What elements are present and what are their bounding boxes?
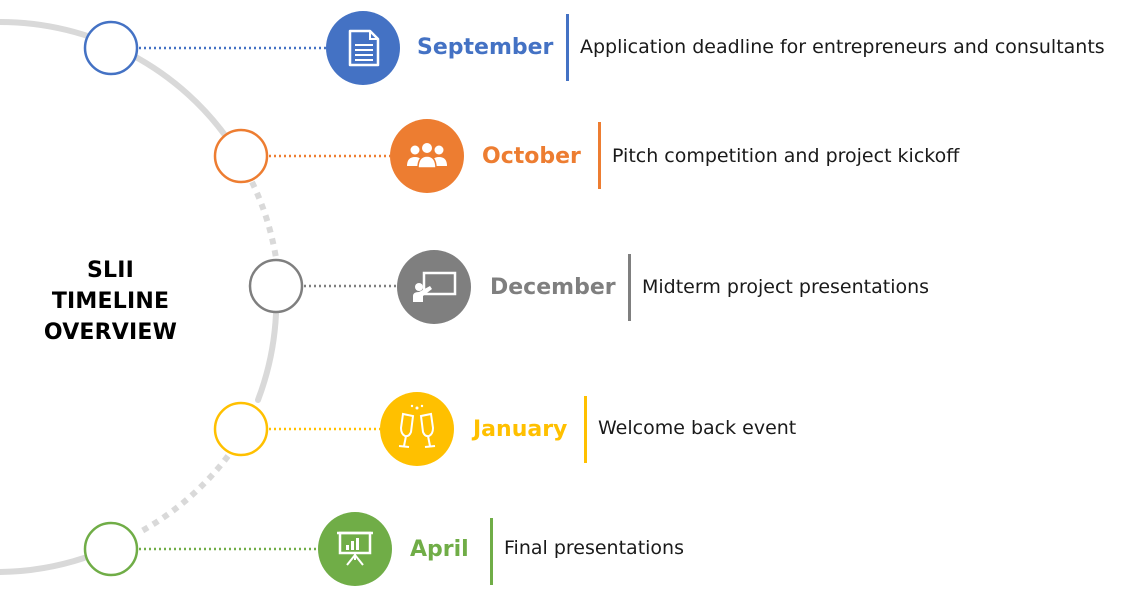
description-october: Pitch competition and project kickoff [612, 145, 960, 167]
node-circle-december [248, 258, 304, 314]
month-label-december: December [490, 275, 616, 300]
title-line-2: TIMELINE [51, 289, 170, 314]
node-circle-april [83, 521, 139, 577]
group-icon [390, 119, 464, 193]
month-label-january: January [473, 417, 568, 442]
title-line-1: SLII [86, 258, 135, 283]
divider-september [566, 14, 569, 81]
presenter-icon [397, 250, 471, 324]
node-circle-january [213, 401, 269, 457]
champagne-icon [380, 392, 454, 466]
description-december: Midterm project presentations [642, 276, 930, 298]
divider-december [628, 254, 631, 321]
timeline-arc-upper-dashed [249, 180, 279, 259]
timeline-arc-middle [255, 311, 279, 403]
timeline-title: SLII TIMELINE OVERVIEW [28, 255, 193, 348]
timeline-arc-bottom [0, 555, 87, 575]
chart-board-icon [318, 512, 392, 586]
title-line-3: OVERVIEW [43, 320, 178, 345]
description-april: Final presentations [504, 537, 684, 559]
month-label-october: October [482, 144, 581, 169]
divider-october [598, 122, 601, 189]
month-label-april: April [410, 537, 469, 562]
divider-january [584, 396, 587, 463]
divider-april [490, 518, 493, 585]
node-circle-september [83, 20, 139, 76]
month-label-september: September [417, 35, 554, 60]
timeline-arc-lower-dashed [138, 454, 231, 535]
description-january: Welcome back event [598, 417, 797, 439]
document-icon [326, 11, 400, 85]
node-circle-october [213, 128, 269, 184]
description-september: Application deadline for entrepreneurs a… [580, 36, 1105, 58]
